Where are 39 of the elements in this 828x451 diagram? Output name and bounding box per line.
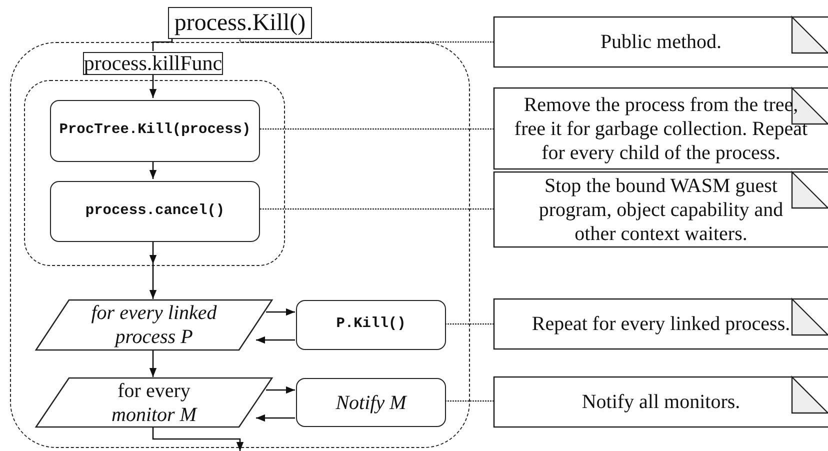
note-card <box>494 172 828 247</box>
leader-line <box>258 128 494 130</box>
label-text: for every linked process P <box>90 301 218 349</box>
label-text: process.cancel() <box>85 202 225 220</box>
leader-line <box>444 400 494 402</box>
arrow <box>149 74 157 98</box>
arrow <box>256 414 295 422</box>
label-text: process.killFunc <box>84 50 222 76</box>
label-text: Stop the bound WASM guest program, object capability and other context waiters. <box>538 174 784 246</box>
process-box <box>296 378 446 427</box>
arrow <box>149 349 157 377</box>
arrow <box>149 240 157 299</box>
process-box <box>50 100 260 162</box>
dashed-group <box>24 80 285 266</box>
loop-parallelogram <box>36 300 272 350</box>
label-text: for every monitor M <box>110 378 198 426</box>
arrow <box>266 386 295 394</box>
label-text: Notify M <box>336 390 406 414</box>
arrow <box>152 426 244 451</box>
arrow <box>256 336 295 344</box>
label-text: P.Kill() <box>336 316 406 334</box>
arrow <box>266 308 295 316</box>
method-label <box>168 7 312 39</box>
label-text: process.Kill() <box>174 8 306 38</box>
process-box <box>50 181 260 242</box>
note-card <box>494 377 828 427</box>
dashed-group <box>10 42 470 448</box>
label-text: Public method. <box>600 30 722 54</box>
note-card <box>494 17 828 67</box>
label-text: Notify all monitors. <box>582 390 740 414</box>
arrow <box>149 160 157 179</box>
note-card <box>494 299 828 349</box>
label-text: ProcTree.Kill(process) <box>59 122 251 140</box>
process-box <box>296 300 446 350</box>
loop-parallelogram <box>36 378 272 427</box>
leader-line <box>240 38 494 42</box>
label-text: Repeat for every linked process. <box>532 312 790 336</box>
note-card <box>494 88 828 169</box>
leader-line <box>258 208 494 210</box>
